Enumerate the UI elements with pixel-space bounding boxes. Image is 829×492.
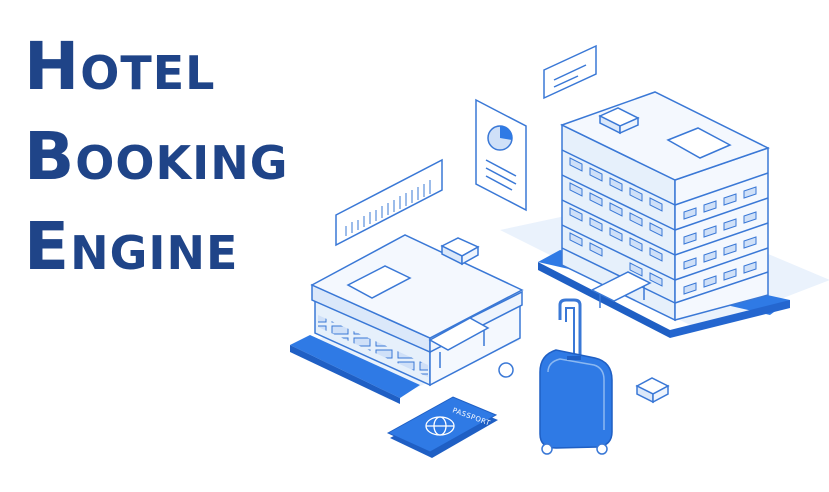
page-title: Hotel Booking Engine: [24, 22, 289, 292]
decor-cube: [635, 377, 670, 404]
title-line-booking: Booking: [24, 118, 289, 195]
passport-icon: PASSPORT: [386, 396, 498, 458]
hotel-building-icon: [290, 234, 524, 404]
title-line-hotel: Hotel: [24, 28, 216, 105]
hotel-tower-icon: [538, 91, 790, 338]
message-card: [543, 44, 597, 100]
title-line-engine: Engine: [24, 208, 239, 285]
pie-chart-card-icon: [475, 98, 527, 212]
chart-card-left: [335, 158, 443, 247]
luggage-icon: [539, 298, 613, 455]
globe-icon: [425, 416, 455, 436]
decor-circle: [498, 362, 514, 378]
